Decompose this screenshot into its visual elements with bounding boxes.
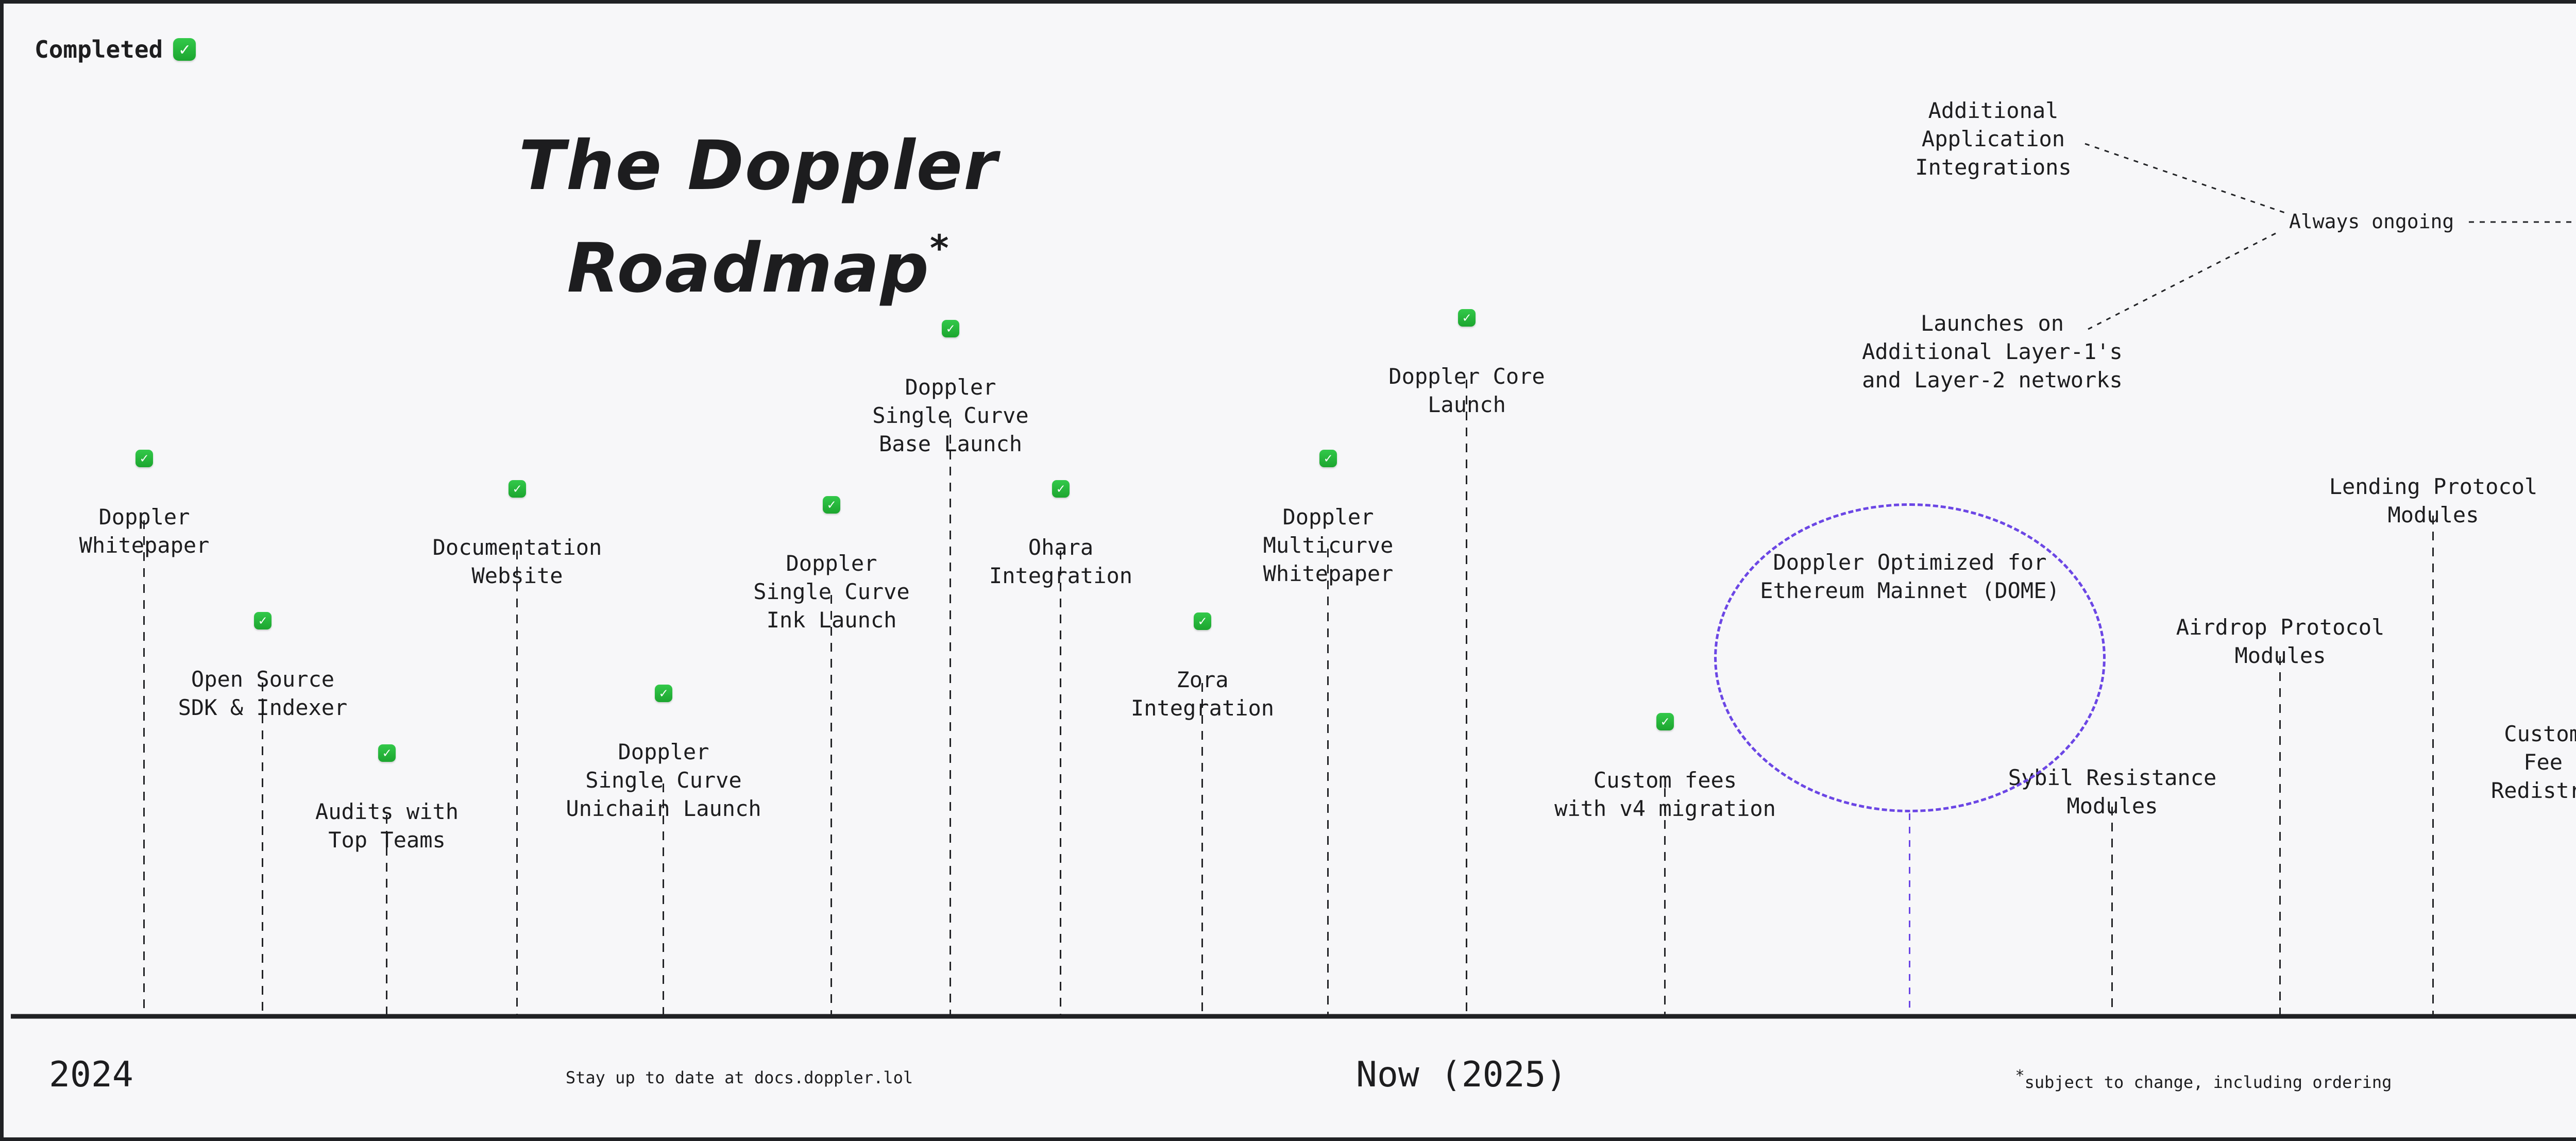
milestone-label: Audits with Top Teams xyxy=(315,799,459,853)
check-icon xyxy=(254,612,272,629)
title-asterisk: * xyxy=(929,227,950,269)
check-icon xyxy=(135,450,153,467)
check-icon xyxy=(509,480,526,498)
axis-label-now: Now (2025) xyxy=(1356,1054,1567,1095)
milestone-label: Open Source SDK & Indexer xyxy=(178,667,348,720)
milestone-custom-fees-v4-migration: Custom fees with v4 migration xyxy=(1500,685,1830,851)
milestone-multicurve-whitepaper: Doppler Multicurve Whitepaper xyxy=(1163,421,1493,616)
connector-line xyxy=(386,815,387,1016)
milestone-ohara-integration: Ohara Integration xyxy=(896,452,1226,618)
dome-ellipse: Doppler Optimized for Ethereum Mainnet (… xyxy=(1714,503,2106,812)
subject-note-asterisk: * xyxy=(2015,1067,2025,1085)
milestone-label: Airdrop Protocol Modules xyxy=(2176,615,2385,668)
check-icon xyxy=(1458,309,1476,327)
milestone-label: Customizable Fee & MEV Redistribution xyxy=(2490,721,2576,803)
subject-to-change-note: *subject to change, including ordering xyxy=(1972,1066,2435,1093)
milestone-single-curve-base-launch: Doppler Single Curve Base Launch xyxy=(786,292,1115,486)
dome-connector-line xyxy=(1909,813,1910,1016)
connector-line xyxy=(1060,551,1061,1016)
always-ongoing-label: Always ongoing xyxy=(2289,210,2454,233)
check-icon xyxy=(378,744,396,762)
connector-line xyxy=(2432,516,2434,1016)
axis-label-2024: 2024 xyxy=(49,1054,133,1095)
milestone-label: Doppler Whitepaper xyxy=(79,504,210,558)
connector-line xyxy=(1664,788,1666,1016)
milestone-more-flexible-governance-structures: More Flexible Governance Structures xyxy=(2562,508,2576,650)
page-title: The Doppler Roadmap* xyxy=(413,125,1104,310)
milestone-label: Lending Protocol Modules xyxy=(2329,474,2538,527)
milestone-customizable-fee-mev-redistribution: Customizable Fee & MEV Redistribution xyxy=(2417,691,2576,833)
legend-label: Completed xyxy=(35,36,163,63)
milestone-single-curve-ink-launch: Doppler Single Curve Ink Launch xyxy=(667,468,996,662)
check-icon xyxy=(1319,450,1337,467)
connector-line xyxy=(2111,807,2113,1016)
connector-line xyxy=(1327,549,1329,1016)
branch-additional-application-integrations: Additional Application Integrations xyxy=(1915,98,2072,180)
check-icon xyxy=(655,685,672,702)
connector-line xyxy=(143,520,145,1016)
milestone-airdrop-protocol-modules: Airdrop Protocol Modules xyxy=(2115,585,2445,698)
milestone-doppler-core-launch: Doppler Core Launch xyxy=(1302,281,1632,447)
legend: Completed xyxy=(35,36,196,63)
milestone-doppler-whitepaper: Doppler Whitepaper xyxy=(4,421,309,588)
connector-line xyxy=(1466,380,1467,1016)
connector-line xyxy=(516,551,518,1016)
milestone-label: More Flexible Governance Structures xyxy=(2562,537,2576,622)
milestone-open-source-sdk-indexer: Open Source SDK & Indexer xyxy=(98,584,428,750)
check-icon xyxy=(823,496,840,514)
milestone-documentation-website: Documentation Website xyxy=(352,452,682,618)
connector-line xyxy=(1201,683,1203,1016)
docs-note: Stay up to date at docs.doppler.lol xyxy=(565,1068,913,1087)
milestone-label: Ohara Integration xyxy=(989,535,1133,588)
connector-line xyxy=(950,419,951,1016)
connector-line xyxy=(262,683,263,1016)
branch-launches-additional-networks: Launches on Additional Layer-1's and Lay… xyxy=(1862,311,2123,393)
milestone-lending-protocol-modules: Lending Protocol Modules xyxy=(2268,444,2576,557)
milestone-label: Zora Integration xyxy=(1130,667,1275,721)
dome-label: Doppler Optimized for Ethereum Mainnet (… xyxy=(1760,550,2060,603)
connector-line xyxy=(2279,656,2281,1016)
milestone-label: Doppler Single Curve Unichain Launch xyxy=(566,739,761,821)
milestone-label: Documentation Website xyxy=(432,535,602,588)
milestone-zora-integration: Zora Integration xyxy=(1038,584,1367,751)
check-icon xyxy=(1194,612,1211,630)
check-icon xyxy=(942,320,959,337)
milestone-audits-with-top-teams: Audits with Top Teams xyxy=(222,716,552,882)
milestone-label: Custom fees with v4 migration xyxy=(1554,768,1776,821)
milestone-label: Doppler Core Launch xyxy=(1388,364,1545,417)
check-icon xyxy=(1656,713,1674,730)
subject-note-text: subject to change, including ordering xyxy=(2024,1072,2392,1092)
check-icon xyxy=(1052,480,1070,498)
connector-line xyxy=(663,784,664,1016)
milestone-label: Doppler Single Curve Base Launch xyxy=(872,374,1029,456)
milestone-label: Doppler Multicurve Whitepaper xyxy=(1263,504,1394,586)
milestone-label: Doppler Single Curve Ink Launch xyxy=(753,551,910,633)
title-text: The Doppler Roadmap xyxy=(518,126,998,308)
connector-line xyxy=(831,595,832,1016)
milestone-single-curve-unichain-launch: Doppler Single Curve Unichain Launch xyxy=(499,656,828,851)
completed-check-icon xyxy=(173,38,196,61)
